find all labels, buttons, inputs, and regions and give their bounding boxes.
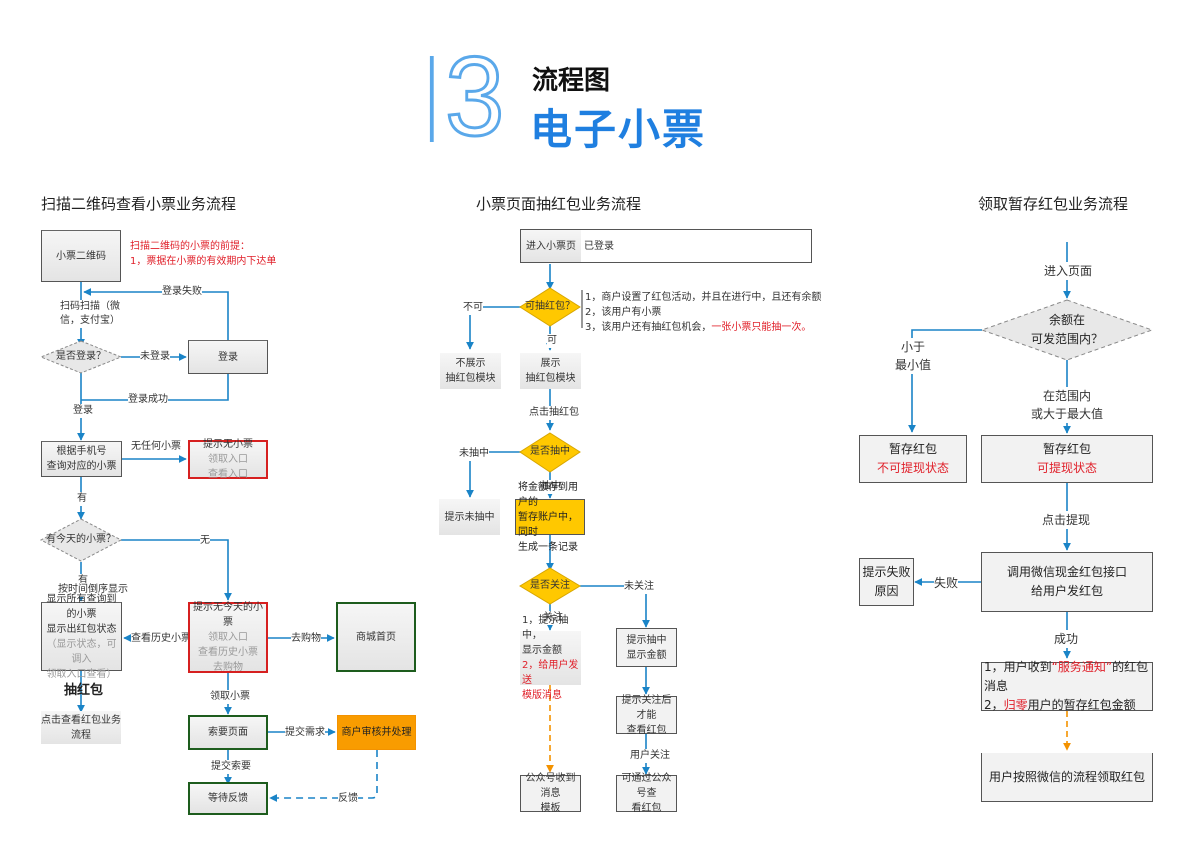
show-module-box: 展示 抽红包模块 (520, 353, 581, 389)
label-click-withdraw[interactable]: 点击提现 (1042, 511, 1091, 529)
label-scan: 扫码扫描（微 信，支付宝） (60, 300, 120, 328)
decision-today-text: 有今天的小票？ (46, 534, 116, 545)
login-box: 登录 (188, 340, 268, 374)
label-draw: 抽红包 (64, 683, 104, 698)
label-no: 无 (200, 534, 210, 548)
label-can: 可 (547, 334, 557, 348)
request-page-box: 索要页面 (188, 715, 268, 750)
header-subtitle: 流程图 (532, 66, 611, 96)
draw-flow-title: 小票页面抽红包业务流程 (476, 195, 642, 213)
label-success: 成功 (1054, 630, 1079, 648)
decision-win-text: 是否抽中 (530, 446, 570, 457)
label-win: 抽中 (541, 480, 561, 494)
label-claim: 领取小票 (210, 690, 250, 704)
label-yes: 有 (78, 574, 88, 588)
claim-flow-title: 领取暂存红包业务流程 (978, 195, 1129, 213)
number-bar (429, 56, 434, 142)
label-after-follow: 用户关注 (630, 749, 670, 763)
wait-feedback-box: 等待反馈 (188, 782, 268, 815)
label-enter-page: 进入页面 (1044, 262, 1093, 280)
hide-module-box: 不展示 抽红包模块 (440, 353, 501, 389)
decision-range-text: 余额在 可发范围内？ (1030, 313, 1104, 346)
receipt-list-box: 显示所有查询到的小票 显示出红包状态 （显示状态，可调入 领取入口查看） (41, 594, 122, 680)
label-fail: 失败 (934, 574, 959, 592)
label-login-success: 登录成功 (128, 393, 168, 407)
label-show-by-time: 按时间倒序显示 (58, 583, 128, 597)
scan-flow-title: 扫描二维码查看小票业务流程 (41, 195, 237, 213)
draw-flow-link-box[interactable]: 点击查看红包业务流程 (41, 711, 121, 744)
decision-can-draw-text: 可抽红包？ (525, 301, 575, 312)
label-not-logged-in: 未登录 (140, 350, 170, 364)
label-followed: 关注 (543, 611, 563, 625)
final-claim-box: 用户按照微信的流程领取红包 (981, 753, 1153, 802)
draw-conditions-note: 1，商户设置了红包活动，并且在进行中，且还有余额 2，该用户有小票 3，该用户还… (585, 292, 822, 333)
win-record-box: 将金额存到用户的 暂存账户中，同时 生成一条记录 (515, 482, 585, 553)
enter-receipt-box: 进入小票页 (521, 230, 581, 262)
hold-disabled-box: 暂存红包 不可提现状态 (859, 435, 967, 483)
hold-enabled-box: 暂存红包 可提现状态 (981, 435, 1153, 483)
decision-can-draw (519, 287, 581, 327)
decision-today (39, 518, 123, 562)
label-not-win: 未抽中 (459, 447, 489, 461)
label-login-fail: 登录失败 (162, 285, 202, 299)
no-receipt-box: 提示无小票 领取入口 查看入口 (188, 439, 268, 480)
start-qr-box: 小票二维码 (41, 230, 121, 282)
decision-win (519, 432, 581, 473)
label-not-followed: 未关注 (624, 580, 654, 594)
label-logged-in: 登录 (73, 404, 93, 418)
label-view-history: 查看历史小票 (131, 632, 191, 646)
precondition-note: 扫描二维码的小票的前提： 1，票据在小票的有效期内下达单 (130, 241, 277, 267)
connector (83, 288, 229, 340)
label-no-receipt: 无任何小票 (131, 440, 181, 454)
label-less-min: 小于 最小值 (895, 338, 932, 374)
label-submit: 提交索要 (211, 760, 251, 774)
template-message-box: 公众号收到消息 模板 (520, 773, 581, 814)
header-title: 电子小票 (530, 105, 707, 154)
label-feedback: 反馈 (338, 792, 358, 806)
connector (269, 750, 378, 802)
follow-hint-box: 提示关注后才能 查看红包 (616, 695, 677, 736)
label-has: 有 (77, 492, 87, 506)
label-click-draw: 点击抽红包 (529, 406, 579, 420)
not-win-box: 提示未抽中 (439, 499, 500, 535)
decision-range (980, 299, 1154, 361)
view-in-account-box: 可通过公众号查 看红包 (616, 773, 677, 814)
section-number: 3 (429, 39, 506, 154)
followed-box: 1，提示抽中， 显示金额 2，给用户发送 模版消息 (520, 615, 581, 701)
success-result-box: 1，用户收到“服务通知”的红包消息 2，归零用户的暂存红包金额 (981, 660, 1153, 712)
wechat-api-box: 调用微信现金红包接口 给用户发红包 (981, 552, 1153, 612)
no-today-box: 提示无今天的小票 领取入口 查看历史小票 去购物 (188, 602, 268, 673)
label-logged-in-note: 已登录 (584, 241, 614, 252)
lookup-box: 根据手机号 查询对应的小票 (41, 441, 122, 477)
label-go-shop: 去购物 (291, 632, 321, 646)
label-submit-request: 提交需求 (285, 726, 325, 740)
fail-reason-box: 提示失败 原因 (859, 558, 914, 606)
connector (908, 329, 982, 433)
decision-login-text: 是否登录？ (56, 351, 106, 362)
decision-follow (519, 567, 581, 605)
not-followed-box: 提示抽中 显示金额 (616, 628, 677, 667)
merchant-process-box: 商户审核并处理 (337, 715, 416, 750)
decision-login (39, 340, 123, 374)
connector (121, 539, 232, 601)
decision-follow-text: 是否关注 (530, 580, 570, 591)
label-in-range: 在范围内 或大于最大值 (1031, 387, 1104, 423)
label-cannot: 不可 (463, 301, 483, 315)
mall-home-box: 商城首页 (336, 602, 416, 672)
